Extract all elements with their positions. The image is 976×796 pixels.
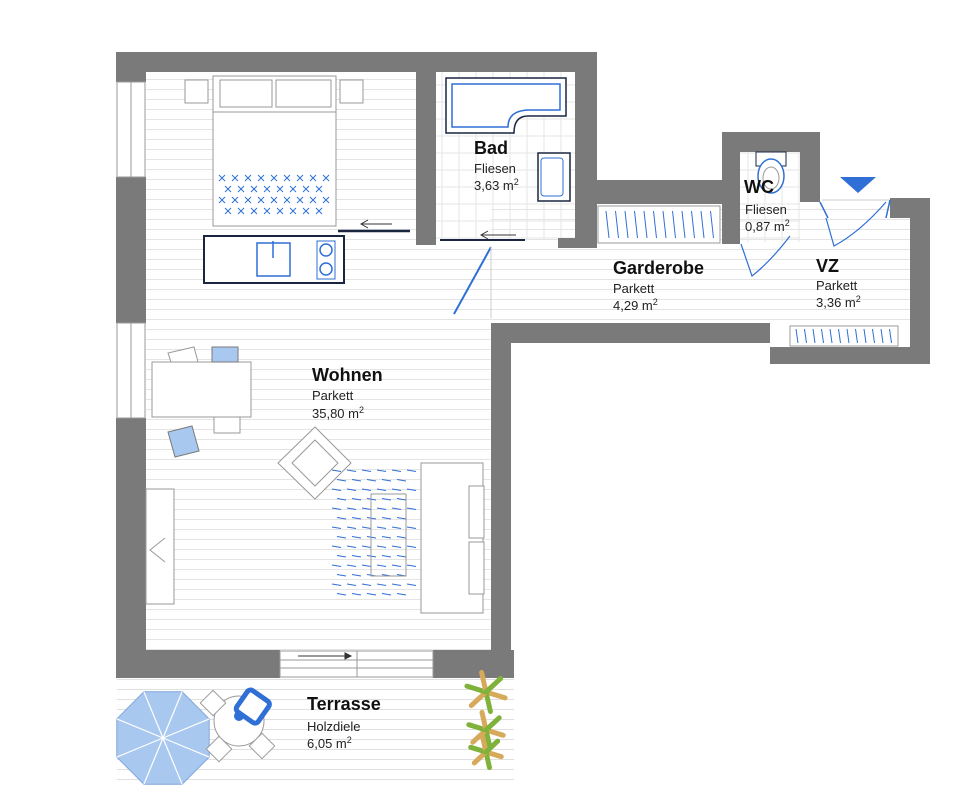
room-floor-wohnen: Parkett xyxy=(312,388,354,403)
walls xyxy=(116,52,930,678)
vz-closet xyxy=(789,325,899,347)
entrance-arrow-icon xyxy=(840,177,876,193)
room-area-garderobe: 4,29 m2 xyxy=(613,297,658,313)
room-name-terrasse: Terrasse xyxy=(307,694,381,714)
room-label-bad: Bad Fliesen 3,63 m2 xyxy=(474,138,519,193)
room-floor-wc: Fliesen xyxy=(745,202,787,217)
room-area-terrasse: 6,05 m2 xyxy=(307,735,352,751)
wall-wc-left xyxy=(722,132,740,244)
bad-door xyxy=(453,246,492,318)
room-area-vz: 3,36 m2 xyxy=(816,294,861,310)
wall-garderobe-top xyxy=(597,180,722,204)
wall-bad-right xyxy=(575,52,597,245)
wall-garderobe-bottom xyxy=(491,323,770,343)
room-name-wohnen: Wohnen xyxy=(312,365,383,385)
wall-wc-right xyxy=(800,132,820,202)
terrace-chair-blue xyxy=(233,687,272,726)
terrace-table-set xyxy=(199,687,276,763)
toilet xyxy=(755,151,787,194)
wall-bad-left xyxy=(416,52,436,245)
wall-right-lower xyxy=(491,323,511,678)
wall-vz-bottom xyxy=(770,347,930,364)
wall-left-mid xyxy=(116,177,146,323)
armchair xyxy=(277,426,352,500)
bathtub xyxy=(445,77,567,134)
bed-blanket-pattern xyxy=(218,174,330,215)
bad-sink xyxy=(537,152,571,202)
wc-door xyxy=(740,235,791,277)
parasol-icon xyxy=(116,691,210,785)
room-name-wc: WC xyxy=(744,177,774,197)
room-label-wc: WC Fliesen 0,87 m2 xyxy=(744,177,790,234)
plant-icon xyxy=(464,670,508,771)
wall-bottom-left xyxy=(116,650,280,678)
closet-hangers xyxy=(605,210,714,239)
sliding-door-arrow-icon xyxy=(298,652,353,660)
kitchen xyxy=(203,235,345,284)
room-name-bad: Bad xyxy=(474,138,508,158)
room-area-bad: 3,63 m2 xyxy=(474,177,519,193)
room-name-garderobe: Garderobe xyxy=(613,258,704,278)
wall-left-lower xyxy=(116,418,146,650)
room-label-terrasse: Terrasse Holzdiele 6,05 m2 xyxy=(307,694,381,751)
sliding-door-arrow-icon xyxy=(338,219,525,241)
room-label-vz: VZ Parkett 3,36 m2 xyxy=(816,256,861,310)
room-label-garderobe: Garderobe Parkett 4,29 m2 xyxy=(613,258,704,313)
room-floor-bad: Fliesen xyxy=(474,161,516,176)
room-area-wc: 0,87 m2 xyxy=(745,218,790,234)
sofa xyxy=(420,462,485,614)
entrance-door xyxy=(819,199,891,247)
garderobe-closet xyxy=(597,205,721,244)
dining-set xyxy=(151,346,252,458)
room-label-wohnen: Wohnen Parkett 35,80 m2 xyxy=(312,365,383,421)
bed xyxy=(184,75,364,227)
rug xyxy=(331,469,417,596)
room-floor-vz: Parkett xyxy=(816,278,858,293)
room-area-wohnen: 35,80 m2 xyxy=(312,405,364,421)
room-labels: Bad Fliesen 3,63 m2 WC Fliesen 0,87 m2 G… xyxy=(307,138,861,751)
wall-bad-bottom-corner xyxy=(558,238,597,248)
wall-wc-top xyxy=(722,132,820,152)
tv-sideboard xyxy=(145,488,175,605)
wall-left-top xyxy=(116,52,146,82)
room-floor-terrasse: Holzdiele xyxy=(307,719,360,734)
vz-closet-hangers xyxy=(795,328,892,344)
wall-top xyxy=(116,52,597,72)
wall-vz-right xyxy=(910,198,930,364)
rug-pattern xyxy=(331,469,417,596)
room-floor-garderobe: Parkett xyxy=(613,281,655,296)
room-name-vz: VZ xyxy=(816,256,839,276)
